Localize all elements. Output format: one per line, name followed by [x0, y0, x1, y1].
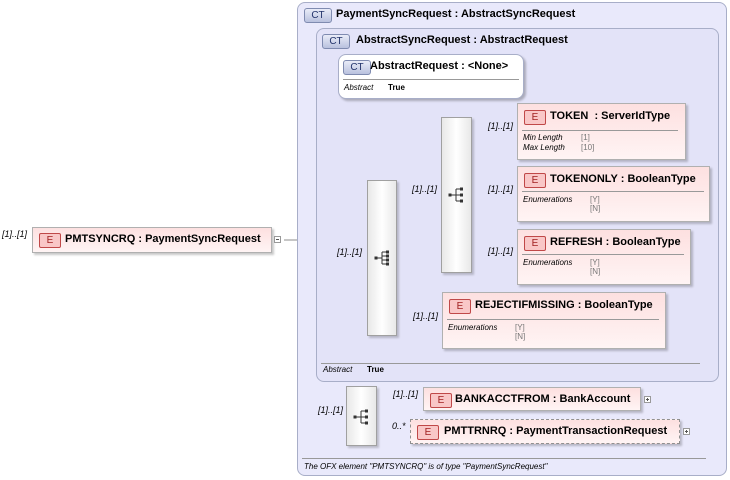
outer-sequence-cardinality: [1]..[1] — [318, 405, 344, 415]
complex-type-title: PaymentSyncRequest : AbstractSyncRequest — [336, 8, 576, 20]
separator — [321, 363, 700, 364]
abstract-label: Abstract — [323, 365, 353, 374]
enum-value: [Y] — [590, 258, 600, 267]
complex-type-abstractrequest: CT AbstractRequest : <None> Abstract Tru… — [338, 54, 524, 99]
element-pmttrnrq[interactable]: E PMTTRNRQ : PaymentTransactionRequest — [410, 419, 680, 444]
element-name: BANKACCTFROM : BankAccount — [455, 393, 631, 405]
choice-group-cardinality: [1]..[1] — [337, 247, 363, 257]
element-name: REJECTIFMISSING : BooleanType — [475, 299, 653, 311]
tokenonly-cardinality: [1]..[1] — [488, 184, 514, 194]
complex-type-title: AbstractSyncRequest : AbstractRequest — [356, 34, 568, 46]
collapse-icon[interactable] — [274, 236, 281, 243]
enum-value: [Y] — [515, 323, 525, 332]
element-refresh[interactable]: E REFRESH : BooleanType Enumerations [Y]… — [517, 229, 691, 285]
complex-type-icon: CT — [322, 34, 350, 49]
separator — [522, 130, 678, 131]
abstract-value: True — [367, 365, 384, 374]
element-icon: E — [417, 425, 439, 440]
expand-icon[interactable] — [683, 428, 690, 435]
abstract-value: True — [388, 83, 405, 92]
min-length-value: [1] — [581, 133, 590, 142]
separator — [522, 191, 704, 192]
bankacctfrom-cardinality: [1]..[1] — [393, 389, 419, 399]
sequence-compositor — [367, 180, 397, 336]
element-name: PMTTRNRQ : PaymentTransactionRequest — [444, 425, 668, 437]
element-icon: E — [430, 393, 452, 408]
enumerations-label: Enumerations — [523, 258, 573, 267]
element-name: TOKEN : ServerIdType — [550, 110, 671, 122]
sequence-compositor — [346, 386, 377, 446]
enum-value: [N] — [515, 332, 526, 341]
element-name: TOKENONLY : BooleanType — [550, 173, 696, 185]
element-icon: E — [449, 299, 471, 314]
element-token[interactable]: E TOKEN : ServerIdType Min Length [1] Ma… — [517, 103, 686, 160]
element-bankacctfrom[interactable]: E BANKACCTFROM : BankAccount — [423, 387, 641, 411]
complex-type-icon: CT — [343, 60, 371, 75]
sequence-icon — [448, 187, 463, 203]
rejectifmissing-cardinality: [1]..[1] — [413, 311, 439, 321]
element-icon: E — [524, 110, 546, 125]
element-icon: E — [39, 233, 61, 248]
separator — [522, 254, 684, 255]
separator — [447, 319, 659, 320]
element-tokenonly[interactable]: E TOKENONLY : BooleanType Enumerations [… — [517, 166, 710, 222]
sequence-compositor — [441, 117, 472, 273]
enum-value: [N] — [590, 204, 601, 213]
abstract-label: Abstract — [344, 83, 374, 92]
element-icon: E — [524, 236, 546, 251]
element-icon: E — [524, 173, 546, 188]
refresh-cardinality: [1]..[1] — [488, 246, 514, 256]
max-length-label: Max Length — [523, 143, 565, 152]
separator — [302, 458, 706, 459]
element-name: PMTSYNCRQ : PaymentSyncRequest — [65, 233, 261, 245]
enumerations-label: Enumerations — [448, 323, 498, 332]
element-rejectifmissing[interactable]: E REJECTIFMISSING : BooleanType Enumerat… — [442, 292, 666, 349]
element-name: REFRESH : BooleanType — [550, 236, 681, 248]
separator — [343, 79, 519, 80]
complex-type-icon: CT — [304, 8, 332, 23]
enumerations-label: Enumerations — [523, 195, 573, 204]
sequence-icon — [353, 409, 368, 425]
complex-type-title: AbstractRequest : <None> — [370, 60, 509, 72]
enum-value: [N] — [590, 267, 601, 276]
token-cardinality: [1]..[1] — [488, 121, 514, 131]
max-length-value: [10] — [581, 143, 595, 152]
expand-icon[interactable] — [644, 396, 651, 403]
min-length-label: Min Length — [523, 133, 563, 142]
element-pmtsyncrq[interactable]: E PMTSYNCRQ : PaymentSyncRequest — [32, 227, 272, 253]
type-caption: The OFX element "PMTSYNCRQ" is of type "… — [304, 462, 548, 471]
root-cardinality: [1]..[1] — [2, 229, 28, 239]
sync-sequence-cardinality: [1]..[1] — [412, 184, 438, 194]
enum-value: [Y] — [590, 195, 600, 204]
sequence-icon — [374, 250, 389, 266]
pmttrnrq-cardinality: 0..* — [392, 421, 406, 431]
